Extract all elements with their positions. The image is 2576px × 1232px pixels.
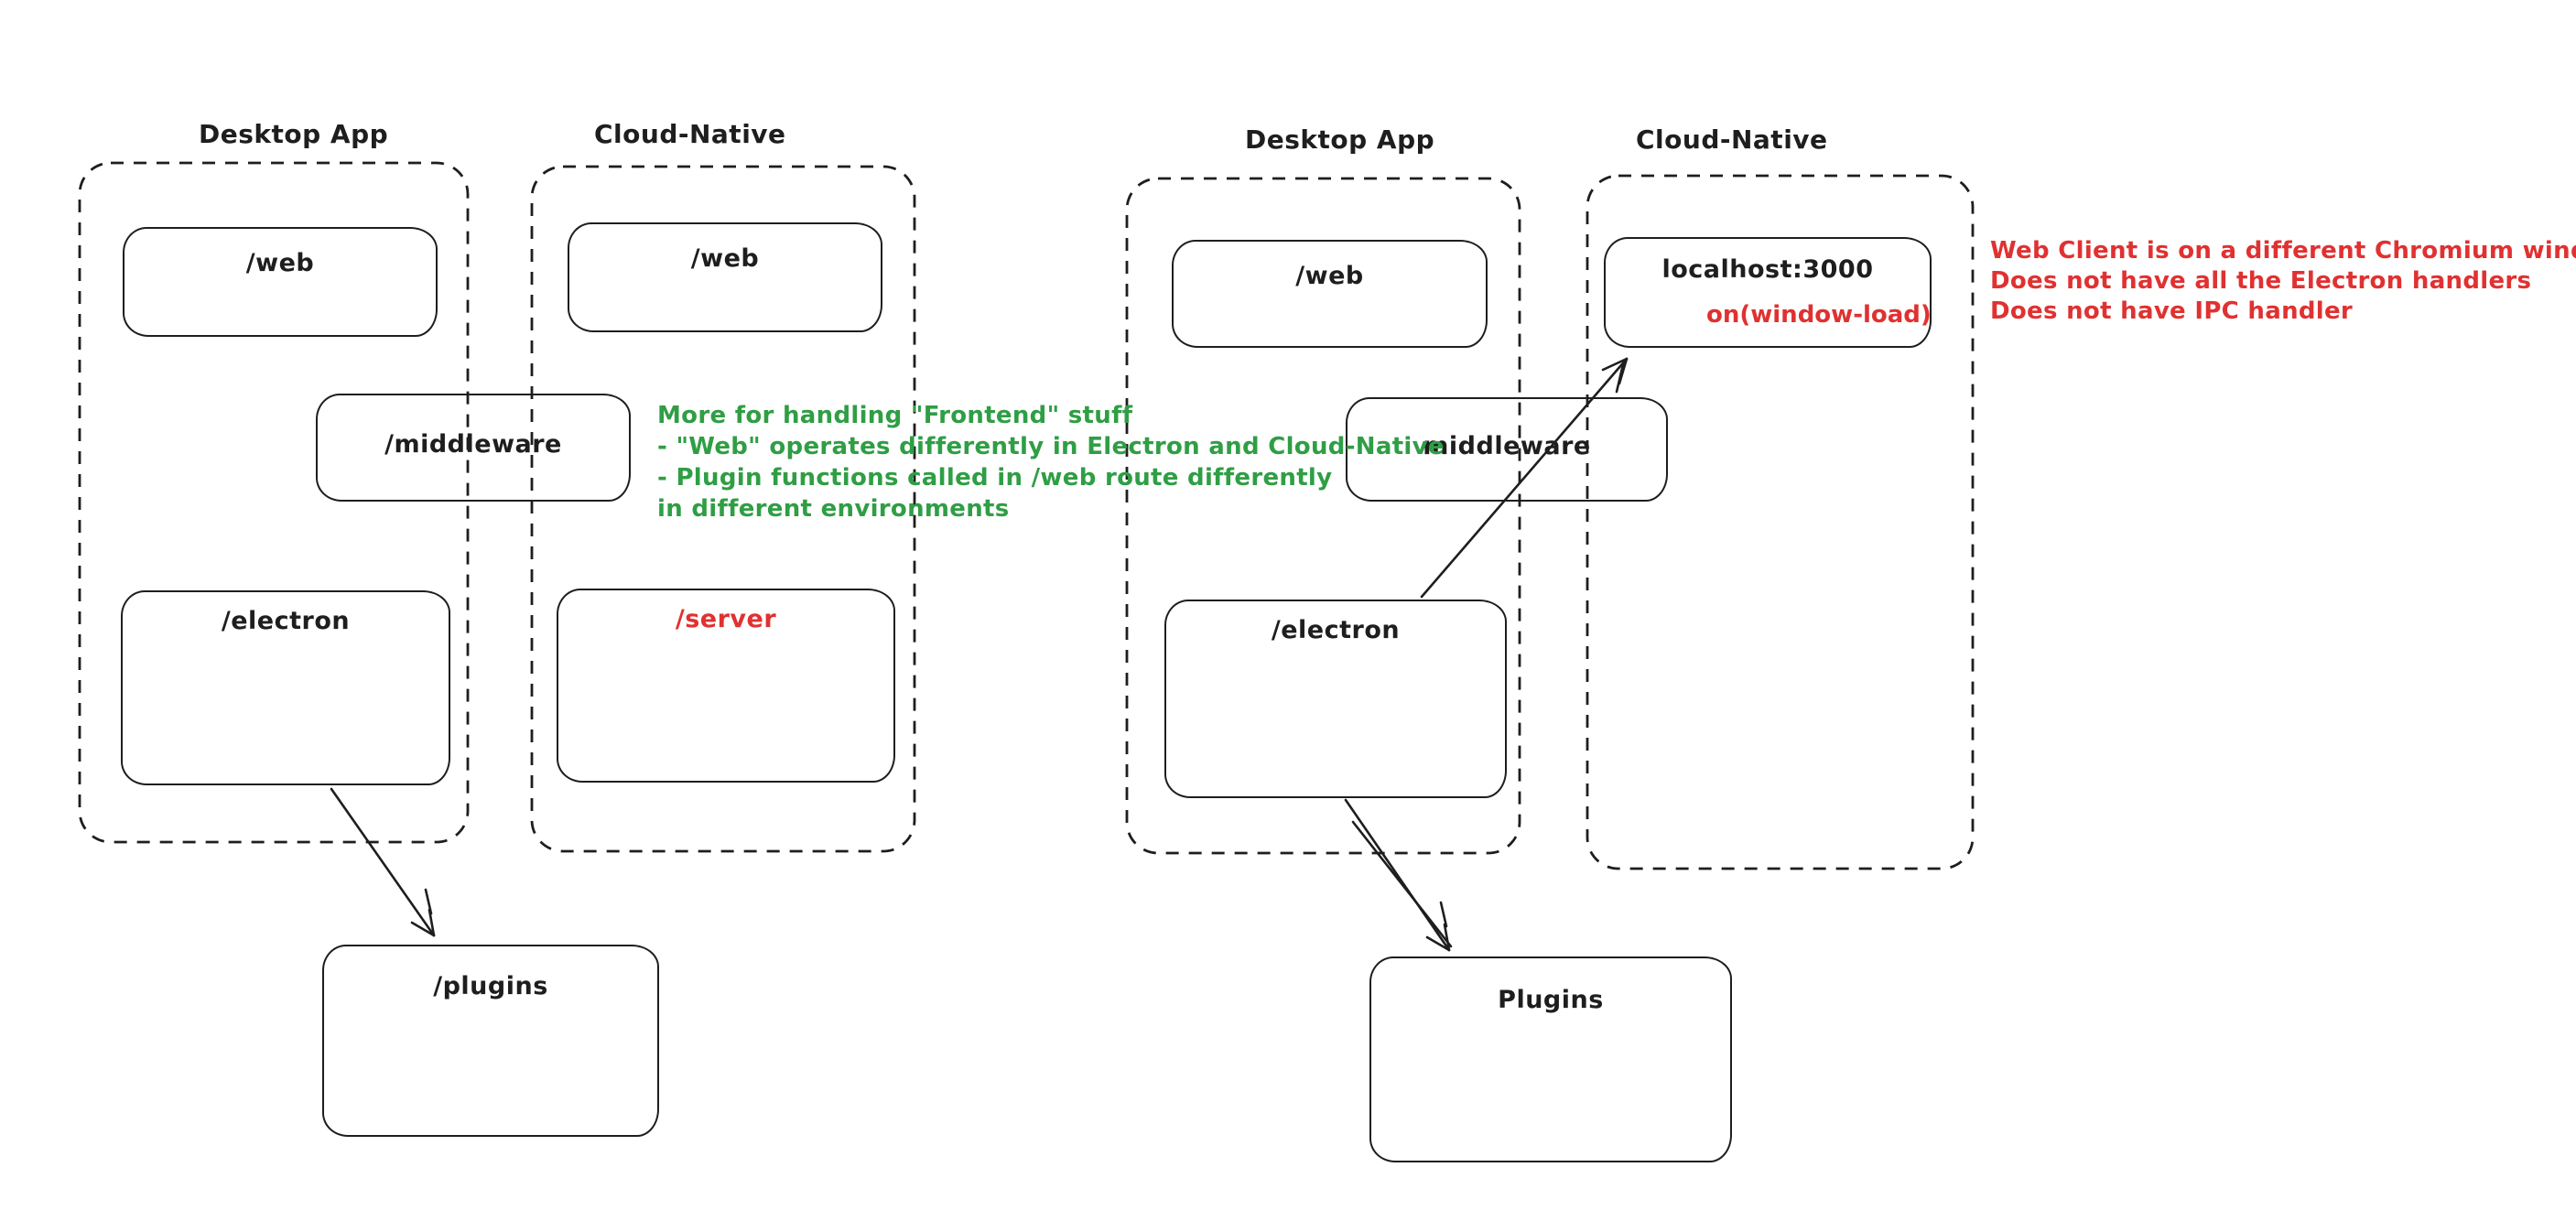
left-server-label: /server bbox=[675, 605, 777, 633]
left-web-desktop-box: /web bbox=[123, 227, 438, 337]
arrow-electron-to-plugins-right bbox=[1344, 798, 1453, 952]
right-localhost-label: localhost:3000 bbox=[1661, 255, 1874, 284]
green-annotation-line: More for handling "Frontend" stuff bbox=[657, 402, 1133, 429]
red-annotation: Web Client is on a different Chromium wi… bbox=[1990, 236, 2576, 327]
left-middleware-box: /middleware bbox=[316, 394, 631, 502]
arrow-electron-to-plugins-left bbox=[330, 787, 436, 937]
left-web-cloud-box: /web bbox=[568, 222, 882, 332]
red-annotation-line: Does not have IPC handler bbox=[1990, 297, 2354, 325]
right-electron-label: /electron bbox=[1271, 616, 1401, 644]
left-cloud-native-title: Cloud-Native bbox=[594, 119, 786, 149]
left-electron-label: /electron bbox=[221, 607, 351, 635]
left-middleware-label: /middleware bbox=[384, 430, 562, 459]
right-localhost-sub-label: on(window-load) bbox=[1706, 301, 1932, 329]
right-electron-box: /electron bbox=[1164, 600, 1507, 798]
red-annotation-line: Web Client is on a different Chromium wi… bbox=[1990, 237, 2576, 265]
right-desktop-app-title: Desktop App bbox=[1245, 124, 1435, 155]
right-localhost-box: localhost:3000 on(window-load) bbox=[1604, 237, 1932, 348]
green-annotation: More for handling "Frontend" stuff - "We… bbox=[657, 400, 1445, 524]
right-plugins-box: Plugins bbox=[1369, 956, 1732, 1162]
left-electron-box: /electron bbox=[121, 590, 450, 785]
left-server-box: /server bbox=[557, 589, 895, 783]
right-cloud-native-title: Cloud-Native bbox=[1636, 124, 1828, 155]
right-plugins-label: Plugins bbox=[1498, 986, 1604, 1014]
right-web-desktop-box: /web bbox=[1172, 240, 1488, 348]
left-web-cloud-label: /web bbox=[690, 244, 760, 273]
red-annotation-line: Does not have all the Electron handlers bbox=[1990, 267, 2532, 295]
green-annotation-line: - "Web" operates differently in Electron… bbox=[657, 433, 1445, 460]
left-plugins-label: /plugins bbox=[433, 972, 548, 1000]
left-desktop-app-title: Desktop App bbox=[199, 119, 389, 149]
left-plugins-box: /plugins bbox=[322, 945, 659, 1137]
green-annotation-line: in different environments bbox=[657, 495, 1010, 523]
right-web-desktop-label: /web bbox=[1295, 262, 1364, 290]
left-web-desktop-label: /web bbox=[245, 249, 315, 277]
green-annotation-line: - Plugin functions called in /web route … bbox=[657, 464, 1333, 492]
